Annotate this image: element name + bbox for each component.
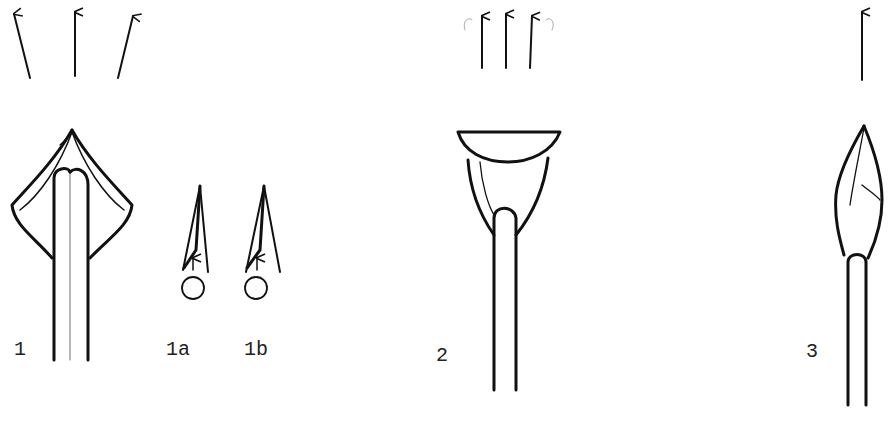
figure-number: 2 bbox=[436, 346, 448, 366]
figure-number: 1a bbox=[166, 340, 190, 360]
figure-number: 1b bbox=[244, 340, 268, 360]
figure-number: 3 bbox=[806, 342, 818, 362]
figure-number: 1 bbox=[14, 340, 26, 360]
